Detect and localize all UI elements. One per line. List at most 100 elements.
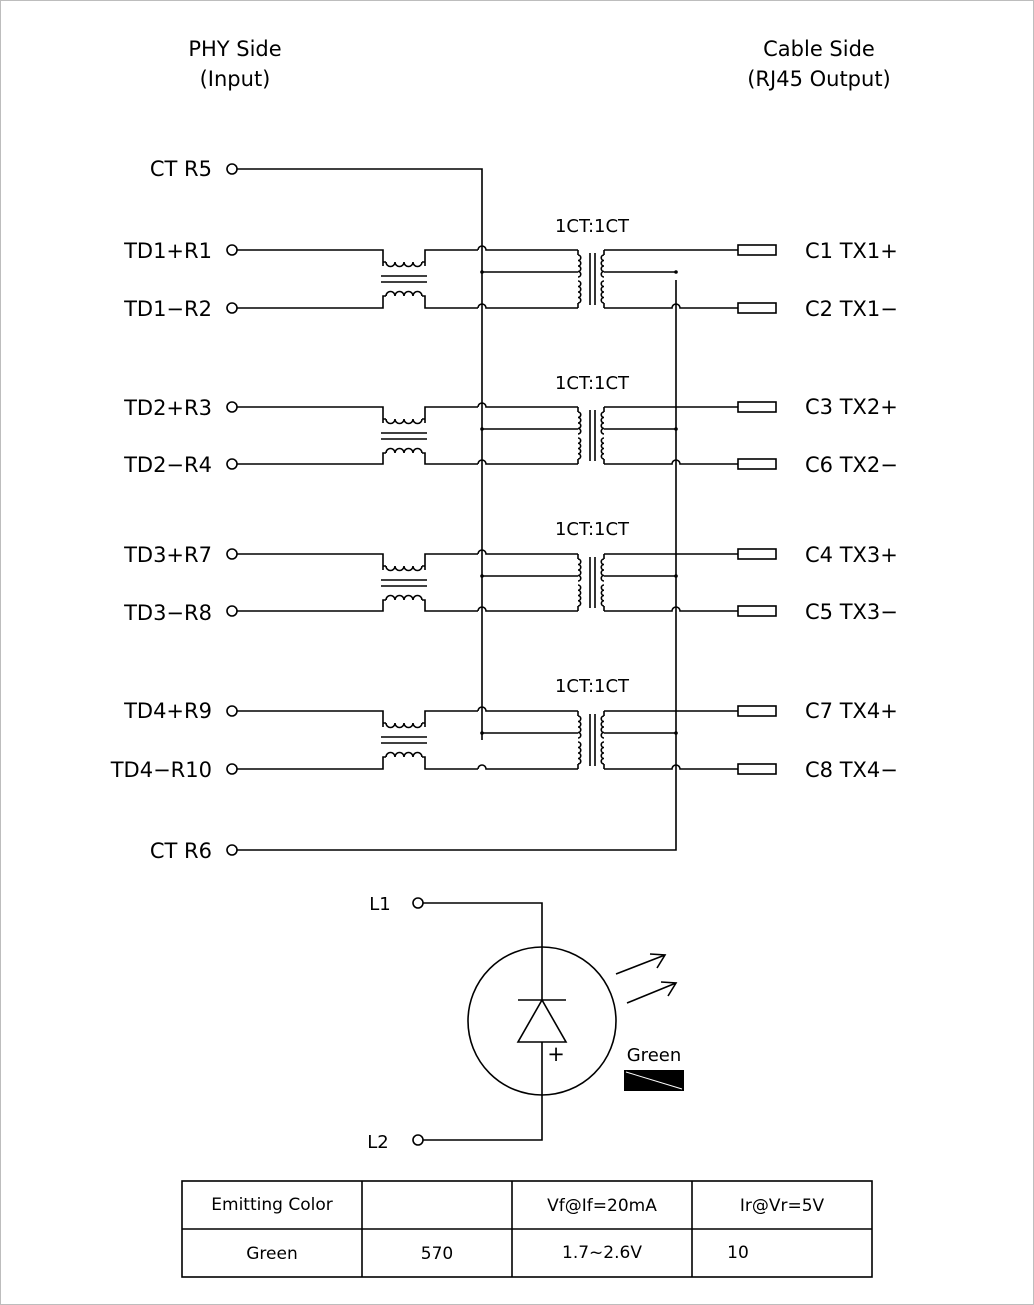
primary-wire bbox=[477, 459, 578, 465]
choke-coil-icon bbox=[385, 290, 423, 297]
table-data-cell: 1.7~2.6V bbox=[562, 1243, 642, 1263]
phy-wire bbox=[237, 553, 478, 570]
table-data-cell: 10 bbox=[727, 1243, 749, 1263]
transformer-ratio-1: 1CT:1CT bbox=[555, 216, 630, 237]
pin-label-td3p: TD3+R7 bbox=[123, 543, 212, 567]
phy-terminal bbox=[226, 705, 238, 717]
table-header-cell: Emitting Color bbox=[211, 1195, 332, 1215]
primary-wire bbox=[477, 303, 578, 309]
rj45-pin-terminal bbox=[737, 605, 777, 617]
led-color-swatch-diagonal bbox=[625, 1071, 683, 1090]
transformer-ratio-4: 1CT:1CT bbox=[555, 676, 630, 697]
led-spec-table: Emitting Color Vf@If=20mA Ir@Vr=5V Green… bbox=[181, 1180, 873, 1278]
transformer-primary-coil-icon bbox=[577, 411, 582, 435]
led-body-circle bbox=[467, 946, 617, 1096]
choke-coil-icon bbox=[385, 447, 423, 454]
phy-terminal bbox=[226, 605, 238, 617]
led-plus-sign: + bbox=[547, 1042, 565, 1066]
primary-wire bbox=[477, 764, 578, 770]
ct-r6-bus-wire bbox=[237, 280, 677, 851]
cable-label-c7: C7 TX4+ bbox=[805, 699, 898, 723]
cable-label-c2: C2 TX1− bbox=[805, 297, 898, 321]
pin-label-td1p: TD1+R1 bbox=[123, 239, 212, 263]
circuit-wiring bbox=[226, 163, 777, 856]
choke-coil-icon bbox=[385, 418, 423, 425]
transformer-primary-coil-icon bbox=[577, 437, 582, 460]
phy-wire bbox=[237, 756, 478, 770]
junction-dot bbox=[674, 731, 678, 735]
choke-coil-icon bbox=[385, 565, 423, 572]
transformer-primary-coil-icon bbox=[577, 254, 582, 278]
led-wire bbox=[423, 902, 543, 1141]
rj45-pin-terminal bbox=[737, 763, 777, 775]
transformer-secondary-coil-icon bbox=[600, 558, 605, 582]
phy-side-title: PHY Side bbox=[188, 37, 281, 61]
pin-label-td4n: TD4−R10 bbox=[110, 758, 212, 782]
light-emission-arrow-icon bbox=[615, 953, 667, 975]
led-terminal-l2 bbox=[412, 1134, 424, 1146]
transformer-secondary-coil-icon bbox=[600, 437, 605, 460]
phy-wire bbox=[237, 452, 478, 465]
cable-wire bbox=[604, 303, 738, 309]
primary-wire bbox=[477, 402, 578, 408]
rj45-pin-terminal bbox=[737, 705, 777, 717]
transformer-secondary-coil-icon bbox=[600, 584, 605, 607]
junction-dot bbox=[674, 270, 678, 274]
cable-label-c4: C4 TX3+ bbox=[805, 543, 898, 567]
phy-wire bbox=[237, 710, 478, 727]
pin-label-td3n: TD3−R8 bbox=[123, 601, 212, 625]
diode-icon bbox=[516, 998, 568, 1043]
transformer-ratio-2: 1CT:1CT bbox=[555, 373, 630, 394]
table-data-cell: Green bbox=[246, 1244, 297, 1264]
rj45-pin-terminal bbox=[737, 458, 777, 470]
cable-wire bbox=[604, 459, 738, 465]
rj45-pin-terminal bbox=[737, 302, 777, 314]
cable-label-c3: C3 TX2+ bbox=[805, 395, 898, 419]
junction-dot bbox=[480, 270, 484, 274]
phy-wire bbox=[237, 249, 478, 266]
junction-dot bbox=[674, 427, 678, 431]
rj45-pin-terminal bbox=[737, 401, 777, 413]
led-pin-label-l2: L2 bbox=[367, 1132, 388, 1153]
pin-label-ct-r6: CT R6 bbox=[150, 839, 212, 863]
led-symbol: L1 L2 + Green bbox=[367, 894, 684, 1153]
choke-coil-icon bbox=[385, 261, 423, 268]
rj45-pin-terminal bbox=[737, 244, 777, 256]
phy-terminal bbox=[226, 302, 238, 314]
transformer-primary-coil-icon bbox=[577, 715, 582, 739]
phy-terminal-ct-r5 bbox=[226, 163, 238, 175]
primary-wire bbox=[477, 706, 578, 712]
choke-coil-icon bbox=[385, 722, 423, 729]
choke-coil-icon bbox=[385, 594, 423, 601]
transformer-secondary-coil-icon bbox=[600, 411, 605, 435]
primary-wire bbox=[477, 606, 578, 612]
pin-label-td1n: TD1−R2 bbox=[123, 297, 212, 321]
pin-label-ct-r5: CT R5 bbox=[150, 157, 212, 181]
cable-label-c8: C8 TX4− bbox=[805, 758, 898, 782]
transformer-secondary-coil-icon bbox=[600, 741, 605, 765]
cable-side-title: Cable Side bbox=[763, 37, 875, 61]
table-data-cell: 570 bbox=[421, 1244, 453, 1264]
transformer-secondary-coil-icon bbox=[600, 254, 605, 278]
cable-side-subtitle: (RJ45 Output) bbox=[747, 67, 891, 91]
cable-wire bbox=[604, 764, 738, 770]
ct-r5-bus-wire bbox=[237, 168, 483, 740]
phy-wire bbox=[237, 406, 478, 423]
transformer-primary-coil-icon bbox=[577, 558, 582, 582]
transformer-primary-coil-icon bbox=[577, 741, 582, 765]
table-header-cell: Vf@If=20mA bbox=[547, 1196, 657, 1216]
led-color-label: Green bbox=[627, 1045, 682, 1066]
table-header-cell: Ir@Vr=5V bbox=[740, 1196, 825, 1216]
phy-terminal-ct-r6 bbox=[226, 844, 238, 856]
pin-label-td2n: TD2−R4 bbox=[123, 453, 212, 477]
phy-terminal bbox=[226, 548, 238, 560]
transformer-ratio-3: 1CT:1CT bbox=[555, 519, 630, 540]
primary-wire bbox=[477, 549, 578, 555]
phy-terminal bbox=[226, 401, 238, 413]
phy-terminal bbox=[226, 458, 238, 470]
cable-wire bbox=[604, 606, 738, 612]
phy-wire bbox=[237, 295, 478, 309]
junction-dot bbox=[480, 574, 484, 578]
phy-terminal bbox=[226, 763, 238, 775]
